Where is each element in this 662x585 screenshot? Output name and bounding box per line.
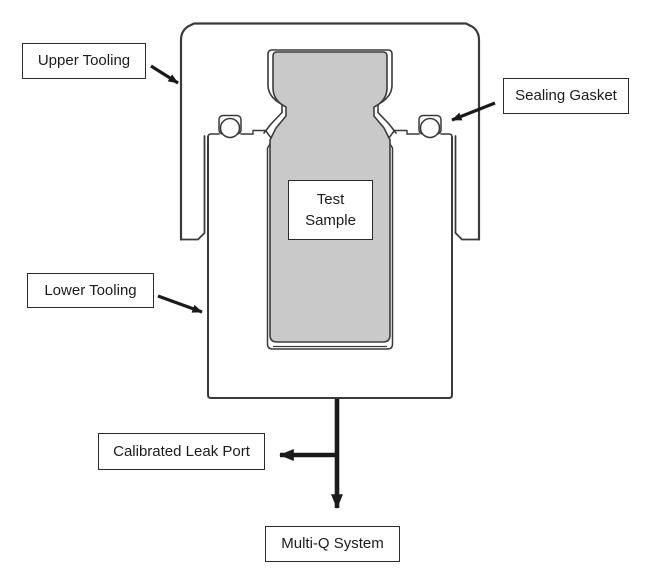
multi-q-system-label: Multi-Q System [265,526,400,562]
multi-q-system-label-text: Multi-Q System [281,535,384,552]
upper-tooling-right-leg [454,135,480,241]
lower-tooling-rim-right [406,133,453,138]
upper-tooling-left-leg [180,135,206,241]
lower-tooling-label: Lower Tooling [27,273,154,308]
calibrated-leak-port-label-text: Calibrated Leak Port [113,442,250,460]
upper-tooling-pointer-arrow [150,64,179,85]
sealing-gasket-pointer-arrow [451,101,496,122]
lower-tooling-bore [265,130,395,350]
sealing-gasket-right-icon [419,117,441,139]
upper-tooling-shape [179,22,481,241]
sealing-gasket-label: Sealing Gasket [503,78,629,114]
calibrated-leak-port-label: Calibrated Leak Port [98,433,265,470]
upper-tooling-label-text: Upper Tooling [37,52,131,69]
lower-tooling-rim-left [207,133,254,138]
test-sample-label-line1: Test [316,191,345,208]
lower-tooling-shape [207,136,453,399]
upper-tooling-vial-pocket [263,49,397,134]
lower-tooling-pointer-arrow [157,294,203,314]
upper-tooling-label: Upper Tooling [22,43,146,79]
test-sample-label-line2: Sample [305,212,356,229]
test-sample-label: Test Sample [288,180,373,240]
sealing-gasket-left-icon [219,117,241,139]
sealing-gasket-label-text: Sealing Gasket [515,87,617,104]
lower-tooling-label-text: Lower Tooling [44,281,137,299]
